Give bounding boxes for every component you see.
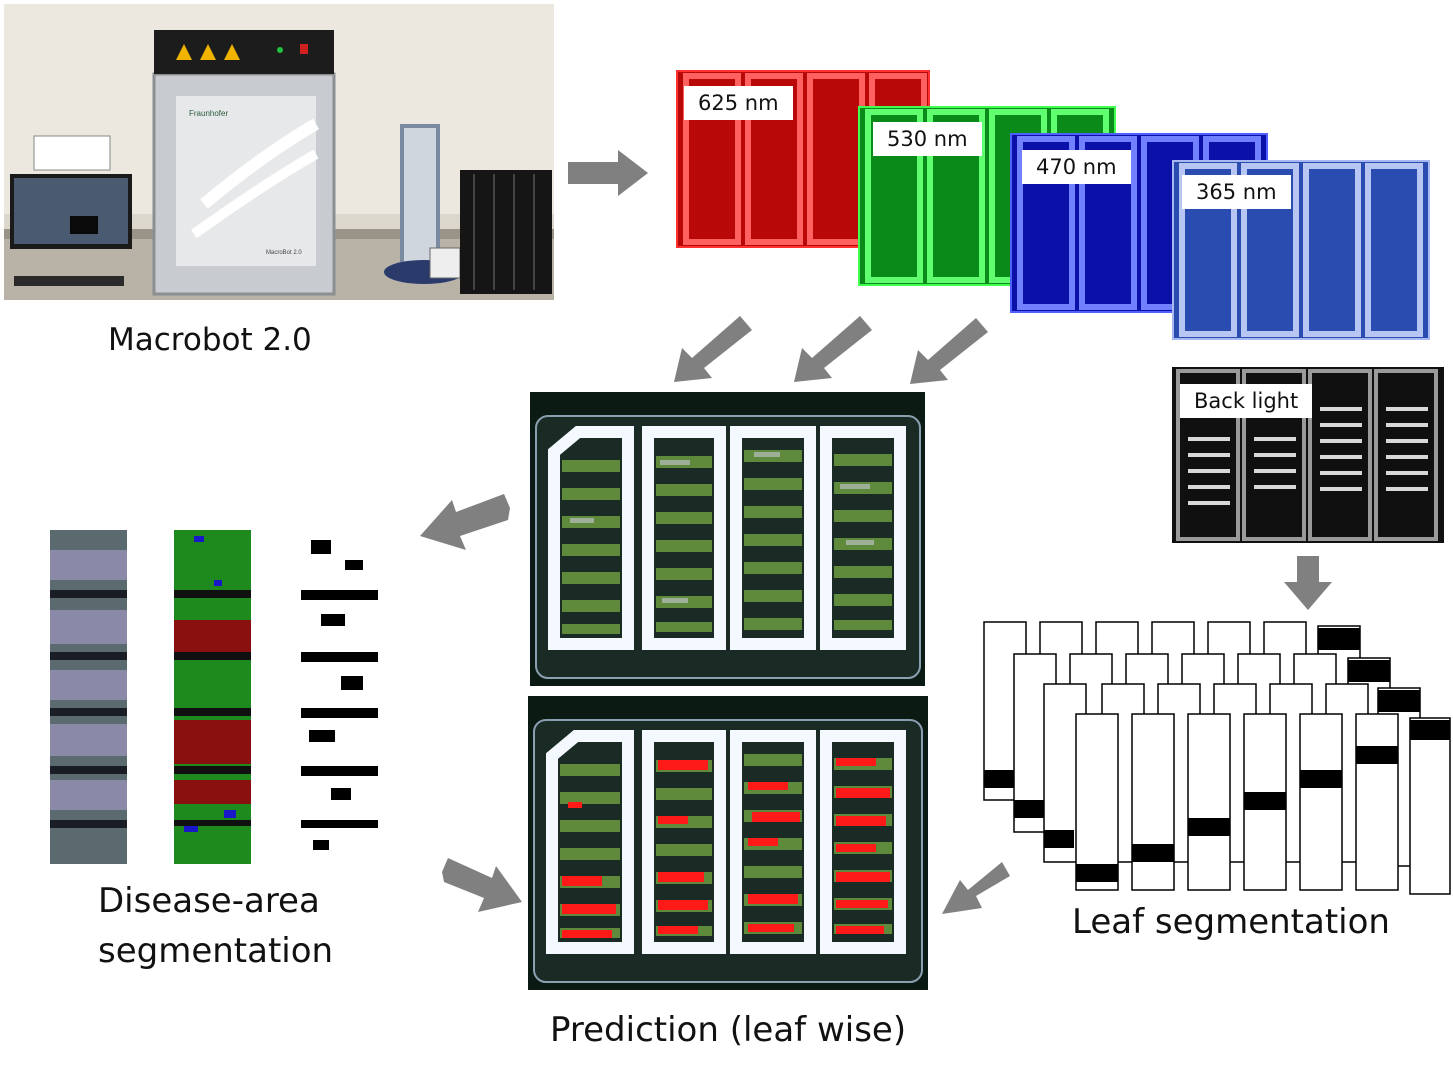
macrobot-caption: Macrobot 2.0 — [108, 322, 312, 358]
prediction-plate-image — [528, 696, 928, 990]
leaf-segmentation-masks — [983, 621, 1451, 895]
wavelength-label-530: 530 nm — [873, 122, 982, 156]
prediction-caption: Prediction (leaf wise) — [550, 1010, 907, 1050]
wavelength-label-625: 625 nm — [684, 86, 793, 120]
arrow-down-icon — [1284, 556, 1332, 610]
arrow-down-left-icon — [674, 316, 752, 382]
arrow-down-left-icon — [794, 316, 872, 382]
macrobot-photo: Fraunhofer MacroBot 2.0 — [4, 4, 554, 300]
wavelength-label-470: 470 nm — [1022, 150, 1131, 184]
disease-area-caption: Disease-area segmentation — [98, 881, 334, 971]
arrow-down-left-icon — [942, 862, 1010, 914]
disease-strip-original — [50, 530, 127, 864]
arrow-down-right-icon — [442, 858, 522, 912]
wavelength-label-365: 365 nm — [1182, 175, 1291, 209]
arrow-right-icon — [568, 150, 648, 196]
machine-brand: Fraunhofer — [189, 109, 228, 118]
composite-plate-image — [530, 392, 925, 686]
disease-strip-classified — [174, 530, 251, 864]
leaf-segmentation-caption: Leaf segmentation — [1072, 902, 1390, 942]
back-light-label: Back light — [1180, 384, 1313, 418]
arrow-down-left-icon — [910, 318, 988, 384]
machine-model: MacroBot 2.0 — [266, 250, 302, 256]
arrow-left-icon — [420, 494, 510, 550]
disease-strip-binary — [301, 530, 378, 864]
